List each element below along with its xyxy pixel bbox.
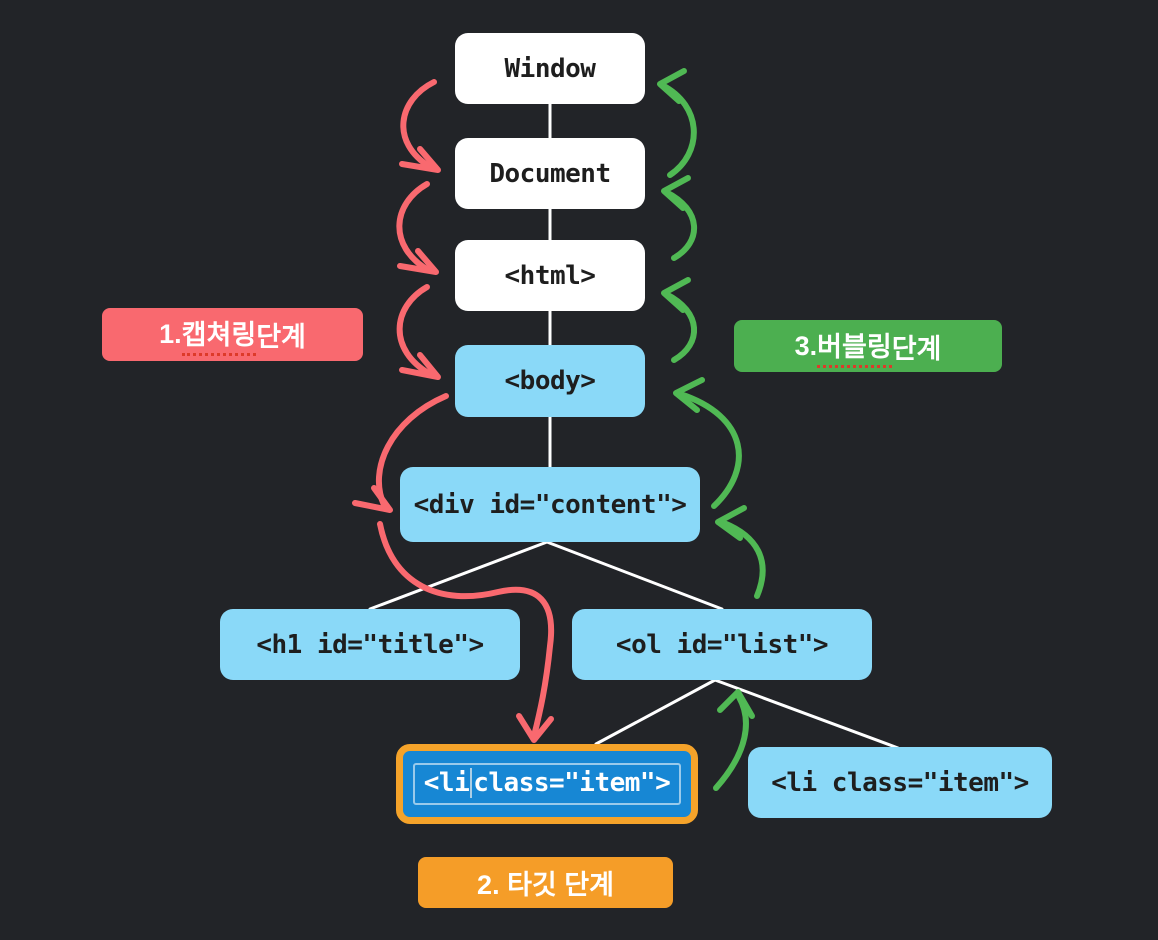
tree-connector xyxy=(368,540,549,611)
bubbling-arrow-document-window xyxy=(657,68,697,178)
node-body-label: <body> xyxy=(504,366,596,396)
node-html[interactable]: <html> xyxy=(455,240,645,311)
node-html-label: <html> xyxy=(504,260,596,291)
capturing-arrow-window-document xyxy=(399,79,441,173)
bubbling-phase-suffix: 단계 xyxy=(891,333,942,364)
bubbling-arrow-body-html xyxy=(661,277,698,363)
node-ol-list[interactable]: <ol id="list"> xyxy=(572,609,872,680)
bubbling-arrow-div-body xyxy=(673,377,742,509)
capturing-arrow-document-html xyxy=(396,181,439,275)
text-caret xyxy=(470,768,473,798)
capturing-phase-suffix: 단계 xyxy=(256,322,306,352)
bubbling-phase-prefix: 3. xyxy=(794,330,818,361)
bubbling-arrow-target-ol xyxy=(713,689,755,791)
bubbling-arrow-html-document xyxy=(661,175,698,261)
node-div-content-label: <div id="content"> xyxy=(413,489,687,520)
node-window[interactable]: Window xyxy=(455,33,645,104)
node-h1-title-label: <h1 id="title"> xyxy=(256,629,484,660)
node-li-sibling[interactable]: <li class="item"> xyxy=(748,747,1052,818)
node-document[interactable]: Document xyxy=(455,138,645,209)
capturing-phase-prefix: 1. xyxy=(159,319,182,349)
node-document-label: Document xyxy=(489,158,611,189)
node-ol-list-label: <ol id="list"> xyxy=(615,629,829,660)
node-h1-title[interactable]: <h1 id="title"> xyxy=(220,609,520,680)
target-label-after-caret: class="item"> xyxy=(473,768,671,798)
label-target-phase[interactable]: 2. 타깃 단계 xyxy=(418,857,673,908)
bubbling-arrow-ol-div xyxy=(715,505,766,599)
node-window-label: Window xyxy=(504,53,596,84)
node-div-content[interactable]: <div id="content"> xyxy=(400,467,700,542)
capturing-arrow-div-target xyxy=(377,521,555,743)
tree-connector xyxy=(713,678,900,750)
capturing-arrow-html-body xyxy=(396,284,441,380)
node-body[interactable]: <body> xyxy=(455,345,645,417)
target-phase-text: 2. 타깃 단계 xyxy=(477,870,614,900)
capturing-phase-word: 캡쳐링 xyxy=(181,313,257,356)
capturing-arrow-body-div xyxy=(352,393,449,513)
target-text-edit-frame[interactable]: <li class="item"> xyxy=(412,763,682,805)
node-li-sibling-label: <li class="item"> xyxy=(771,767,1029,798)
node-li-target[interactable]: <li class="item"> xyxy=(396,744,698,824)
tree-connector xyxy=(545,540,724,611)
label-bubbling-phase[interactable]: 3. 버블링 단계 xyxy=(734,320,1002,372)
target-label-before-caret: <li xyxy=(423,768,470,798)
bubbling-phase-word: 버블링 xyxy=(817,325,892,368)
tree-connector xyxy=(594,678,717,746)
label-capturing-phase[interactable]: 1. 캡쳐링 단계 xyxy=(102,308,363,361)
